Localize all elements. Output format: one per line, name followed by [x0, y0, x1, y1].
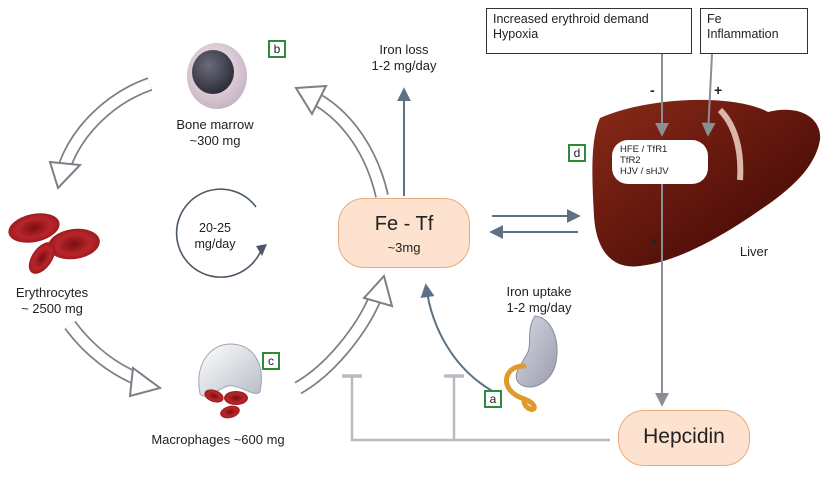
iron-uptake-arrow	[420, 283, 495, 393]
transferrin-amount: ~3mg	[387, 240, 421, 255]
arrow-transferrin-to-marrow	[294, 84, 389, 198]
macrophage-cell	[198, 343, 262, 419]
hepcidin-positive-sign: +	[650, 234, 659, 250]
recycling-circle-arrow	[175, 188, 267, 278]
iron-loss-label: Iron loss 1-2 mg/day	[371, 42, 437, 73]
panel-tag-c: c	[262, 352, 280, 370]
liver-label: Liver	[739, 244, 769, 259]
transferrin-label: Fe - Tf	[374, 213, 434, 235]
arrow-erythrocytes-to-macrophages	[64, 320, 163, 398]
panel-tag-d: d	[568, 144, 586, 162]
arrow-marrow-to-erythrocytes	[48, 77, 153, 190]
iron-uptake-label: Iron uptake 1-2 mg/day	[506, 284, 572, 315]
inflammation-arrow	[701, 53, 716, 137]
liver-sensor-box: HFE / TfR1 TfR2 HJV / sHJV	[612, 140, 708, 184]
transferrin-pool: Fe - Tf ~3mg	[338, 198, 470, 268]
erythroid-demand-box: Increased erythroid demand Hypoxia	[486, 8, 692, 54]
stomach-image	[504, 315, 558, 412]
hepcidin-label: Hepcidin	[643, 425, 725, 448]
erythrocytes-label: Erythrocytes ~ 2500 mg	[15, 285, 89, 316]
bone-marrow-cell	[187, 43, 247, 109]
positive-sign: +	[714, 82, 723, 98]
hepcidin-pill: Hepcidin	[618, 410, 750, 466]
erythrocytes-cells	[8, 213, 100, 274]
recycling-rate-label: 20-25 mg/day	[194, 221, 236, 251]
macrophages-label: Macrophages ~600 mg	[151, 432, 285, 447]
inflammation-box: Fe Inflammation	[700, 8, 808, 54]
arrow-macrophages-to-transferrin	[294, 273, 394, 395]
negative-sign: -	[650, 82, 655, 98]
bone-marrow-label: Bone marrow ~300 mg	[176, 117, 254, 148]
panel-tag-a: a	[484, 390, 502, 408]
hepcidin-inhibition-lines	[342, 374, 610, 442]
panel-tag-b: b	[268, 40, 286, 58]
